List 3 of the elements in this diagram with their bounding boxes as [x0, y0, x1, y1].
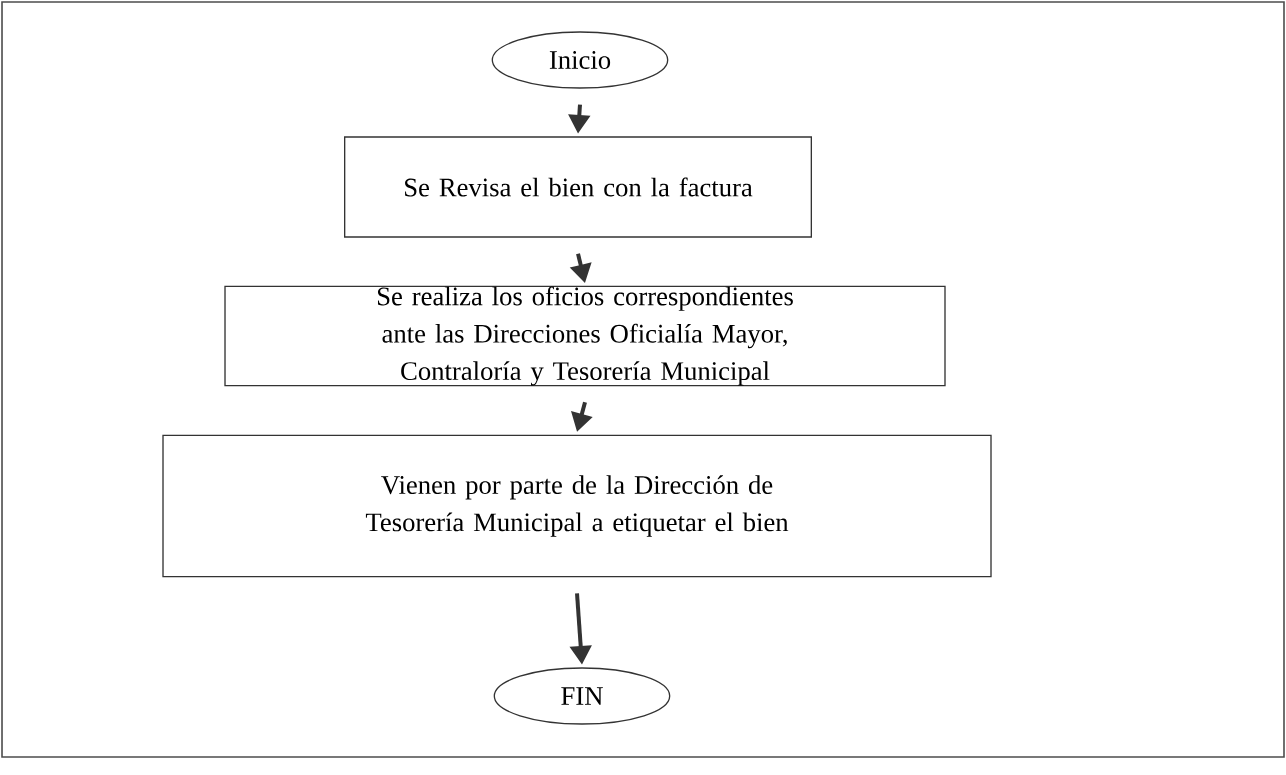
process-box: Vienen por parte de la Dirección de Tesorería Municipal a etiquetar el bien	[162, 434, 992, 578]
process-box: Se Revisa el bien con la factura	[344, 136, 812, 238]
process-box: Se realiza los oficios correspondientes ante las Direcciones Oficialía Mayor, Contraloría y Tesorería Municipal	[224, 285, 946, 387]
